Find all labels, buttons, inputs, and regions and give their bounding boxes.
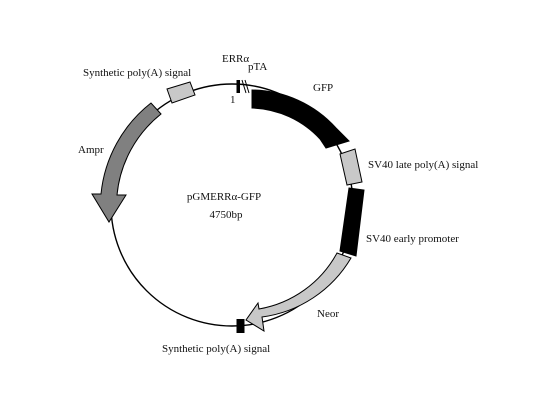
err-alpha-label: ERRα xyxy=(222,53,249,65)
gfp-label: GFP xyxy=(313,82,333,94)
plasmid-size-label: 4750bp xyxy=(210,209,244,221)
plasmid-name-label: pGMERRα-GFP xyxy=(187,191,261,203)
gfp-feature-arrow xyxy=(251,89,350,149)
synthetic-polya-bottom-label: Synthetic poly(A) signal xyxy=(162,343,270,355)
synthetic-polya-top-feature xyxy=(166,81,196,104)
sv40-late-polya-feature xyxy=(339,148,363,186)
ampr-label: Ampr xyxy=(78,144,104,156)
sv40-late-polya-label: SV40 late poly(A) signal xyxy=(368,159,478,171)
sv40-early-promoter-feature xyxy=(339,187,365,257)
synthetic-polya-top-label: Synthetic poly(A) signal xyxy=(83,67,191,79)
sv40-early-promoter-label: SV40 early promoter xyxy=(366,233,459,245)
ampr-feature-arrow xyxy=(91,102,162,223)
pta-label: pTA xyxy=(248,61,267,73)
neor-label: Neor xyxy=(317,308,339,320)
err-alpha-site-marker xyxy=(236,79,250,94)
synthetic-polya-bottom-feature xyxy=(236,319,245,333)
neor-feature-arrow xyxy=(245,252,352,332)
position-one-label: 1 xyxy=(230,94,236,106)
